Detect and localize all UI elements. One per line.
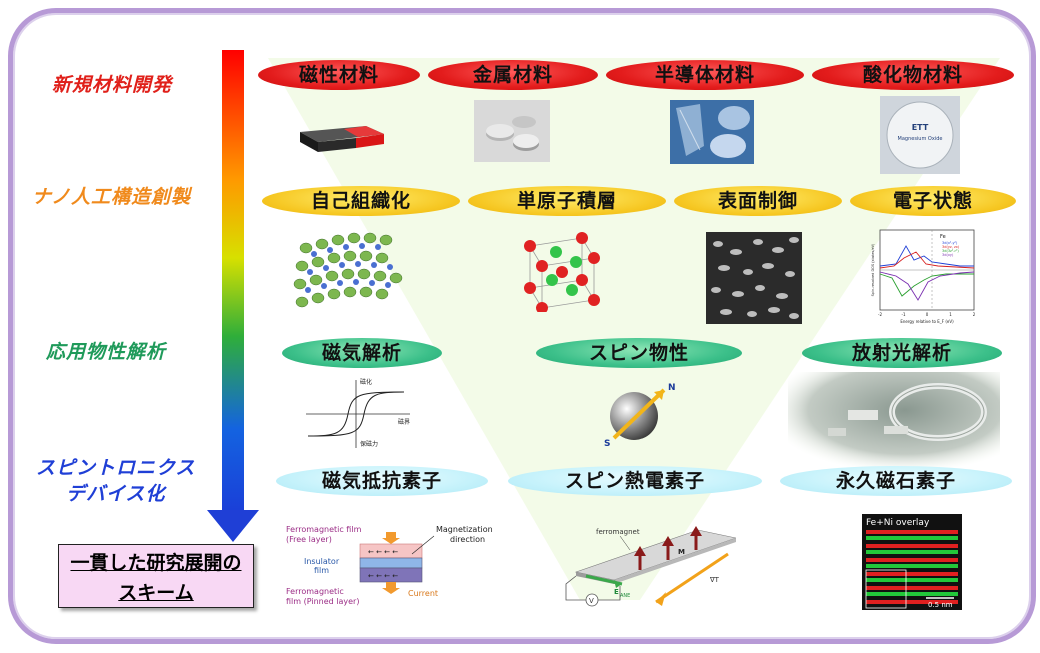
stage-spintronics: スピントロニクス デバイス化 [36,455,195,507]
pill-self-organization: 自己組織化 [262,186,460,216]
stage-nano-structure: ナノ人工構造創製 [32,186,192,208]
fe-overlay-label: Fe+Ni overlay [866,518,930,528]
pill-metal-material: 金属材料 [428,60,598,90]
dos-xlabel: Energy relative to E_F (eV) [900,319,954,324]
scheme-line1: 一貫した研究展開の [70,552,242,574]
dos-legend-0: 3d(x²-y²) [942,241,958,245]
spin-south-label: S [604,439,610,449]
dos-legend-2: 3d(3z²-r²) [942,249,959,253]
pill-oxide-material: 酸化物材料 [812,60,1014,90]
pill-electronic-state: 電子状態 [850,186,1016,216]
spin-sphere-image: N S [604,383,676,449]
stage-spintronics-line1: スピントロニクス [36,457,196,479]
pill-magnetic-material: 磁性材料 [258,60,420,90]
hysteresis-field-label: 磁界 [398,418,410,426]
mtj-insulator-label: Insulator [304,557,340,566]
dos-xtick-4: 2 [973,312,976,317]
semiconductor-wafers-image [670,100,754,164]
fe-scale-label: 0.5 nm [928,601,953,609]
dos-ylabel: Spin-resolved DOS (states/eV) [871,243,875,296]
mtj-current-label: Current [408,589,438,598]
oxide-wafer-image: ETT Magnesium Oxide [880,96,960,174]
mtj-direction-label: direction [450,535,485,544]
hysteresis-coercive-label: 保磁力 [360,440,378,448]
dos-chart-image: Fe 3d(x²-y²) 3d(yz, zx) 3d(3z²-r²) 3d(xy… [871,229,976,324]
pill-magnetic-analysis: 磁気解析 [282,338,442,368]
thermo-ferromagnet-label: ferromagnet [596,528,640,536]
scheme-box: 一貫した研究展開の スキーム [58,544,254,608]
thermoelectric-diagram-image: ferromagnet M E ANE ∇T V [565,526,736,607]
pill-synchrotron-analysis: 放射光解析 [802,338,1002,368]
dos-xtick-2: 0 [926,312,929,317]
mtj-free-layer-label: Ferromagnetic film [286,525,362,534]
pill-mr-device: 磁気抵抗素子 [276,466,488,496]
spin-north-label: N [668,383,676,393]
mtj-pinned-sub: film (Pinned layer) [286,597,359,606]
mtj-pinned-label: Ferromagnetic [286,587,344,596]
stage-new-material: 新規材料開発 [52,74,173,96]
dos-xtick-3: 1 [949,312,952,317]
pill-spin-thermoelectric-device: スピン熱電素子 [508,466,762,496]
scheme-line2: スキーム [118,582,194,604]
dos-xtick-1: -1 [902,312,906,317]
stage-applied-analysis: 応用物性解析 [46,341,167,363]
dos-legend-1: 3d(yz, zx) [942,245,960,249]
thermo-v-label: V [589,597,594,605]
thermo-e-sub-label: ANE [620,593,630,599]
dos-xtick-0: -2 [878,312,882,317]
mtj-diagram-image: ← ← ← ← ← ← ← ← Ferromagnetic film (Free… [286,525,493,606]
mtj-magnetization-label: Magnetization [436,525,493,534]
svg-text:← ← ← ←: ← ← ← ← [368,548,398,556]
magnet-image [300,126,384,152]
stage-spintronics-line2: デバイス化 [66,483,166,505]
svg-text:← ← ← ←: ← ← ← ← [368,572,398,580]
self-organized-lattice-image [293,232,403,308]
synchrotron-aerial-image [788,372,1000,468]
thermo-m-label: M [678,548,685,556]
metal-discs-image [474,100,550,162]
pill-permanent-magnet-device: 永久磁石素子 [780,466,1012,496]
thermo-e-label: E [614,588,619,596]
crystal-structure-image [524,232,600,312]
ett-label: ETT [912,123,929,132]
hysteresis-magnetization-label: 磁化 [360,378,372,386]
dos-legend-3: 3d(xy) [942,253,954,257]
ett-sub-label: Magnesium Oxide [898,136,943,142]
mtj-free-layer-sub: (Free layer) [286,535,332,544]
thermo-gradient-label: ∇T [709,576,720,584]
dos-fe-label: Fe [940,234,946,240]
pill-spin-properties: スピン物性 [536,338,742,368]
mtj-insulator-sub: film [314,566,329,575]
surface-sem-image [706,232,802,324]
hysteresis-loop-image: 磁化 磁界 保磁力 [306,378,410,448]
pill-surface-control: 表面制御 [674,186,842,216]
pill-semiconductor-material: 半導体材料 [606,60,804,90]
pill-atomic-layering: 単原子積層 [468,186,666,216]
fe-ni-overlay-image: Fe+Ni overlay 0.5 nm [862,514,962,610]
